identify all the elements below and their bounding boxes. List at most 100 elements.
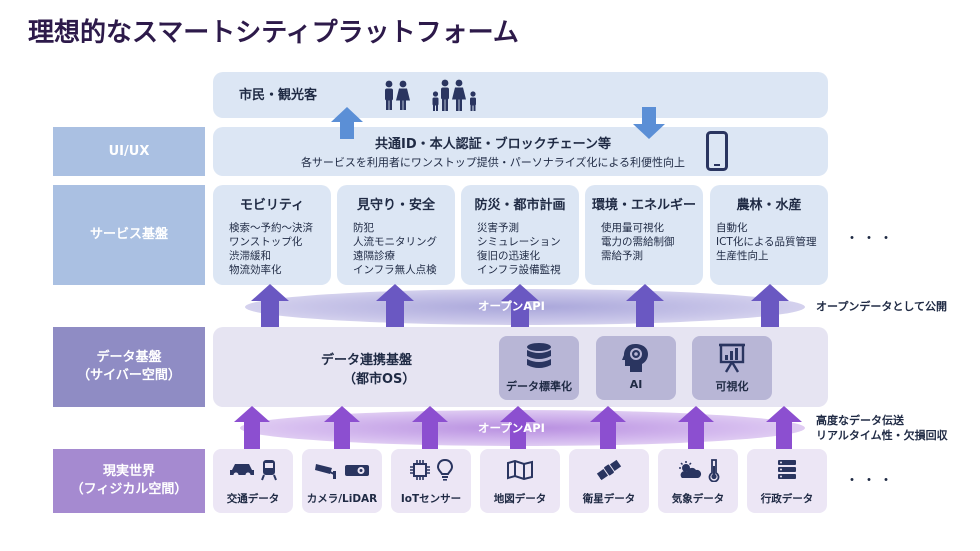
arrow-up-icon <box>678 406 714 452</box>
module-visualization: 可視化 <box>692 336 772 400</box>
service-item: 防犯 <box>353 222 374 234</box>
page-title: 理想的なスマートシティプラットフォーム <box>28 18 519 48</box>
service-item: 人流モニタリング <box>353 236 437 248</box>
open-data-note: オープンデータとして公開 <box>816 300 948 313</box>
arrow-up-icon <box>376 284 414 330</box>
layer-label-uiux: UI/UX <box>53 127 205 176</box>
module-label: データ標準化 <box>506 380 572 393</box>
source-label: 地図データ <box>493 493 547 505</box>
car-icon <box>230 464 254 478</box>
arrows-up-group-bottom <box>234 406 802 452</box>
arrow-up-icon <box>324 406 360 452</box>
arrow-up-icon <box>766 406 802 452</box>
uiux-title: 共通ID・本人認証・ブロックチェーン等 <box>375 137 611 152</box>
uiux-subtitle: 各サービスを利用者にワンストップ提供・パーソナライズ化による利便性向上 <box>300 156 686 169</box>
map-icon <box>507 460 533 480</box>
transfer-note: 高度なデータ伝送 リアルタイム性・欠損回収 <box>816 413 948 443</box>
thermometer-icon <box>708 459 720 482</box>
service-item: 需給予測 <box>601 250 643 262</box>
train-icon <box>261 460 277 481</box>
service-item: 災害予測 <box>477 222 519 234</box>
source-traffic: 交通データ <box>213 449 293 513</box>
service-item: 渋滞緩和 <box>229 250 271 262</box>
arrow-up-icon <box>626 284 664 330</box>
service-agriculture: 農林・水産 自動化 ICT化による品質管理 生産性向上 <box>710 185 828 285</box>
presentation-chart-icon <box>719 343 745 373</box>
service-item: シミュレーション <box>477 236 561 248</box>
service-title: 見守り・安全 <box>356 198 435 213</box>
service-energy: 環境・エネルギー 使用量可視化 電力の需給制御 需給予測 <box>585 185 703 285</box>
service-item: 生産性向上 <box>716 250 769 262</box>
arrow-down-icon <box>633 107 665 139</box>
service-title: 農林・水産 <box>736 198 802 213</box>
service-item: ワンストップ化 <box>229 236 303 248</box>
arrow-up-icon <box>501 284 539 330</box>
service-item: 検索～予約～決済 <box>229 222 313 234</box>
service-item: ICT化による品質管理 <box>716 236 817 248</box>
source-label: 衛星データ <box>582 493 636 505</box>
uiux-panel: 共通ID・本人認証・ブロックチェーン等 各サービスを利用者にワンストップ提供・パ… <box>213 127 828 176</box>
module-ai: AI <box>596 336 676 400</box>
service-item: 自動化 <box>716 222 748 234</box>
layer-label-data: データ基盤 （サイバー空間） <box>53 327 205 407</box>
citizens-panel: 市民・観光客 <box>213 72 828 118</box>
lightbulb-icon <box>437 459 453 481</box>
service-item: 使用量可視化 <box>601 222 664 234</box>
module-data-standardization: データ標準化 <box>499 336 579 400</box>
module-label: AI <box>629 378 643 391</box>
layer-label-real: 現実世界 （フィジカル空間） <box>53 449 205 513</box>
open-api-label-top: オープンAPI <box>478 299 545 313</box>
source-label: IoTセンサー <box>400 493 462 505</box>
cctv-camera-icon <box>315 464 336 479</box>
more-sources: ・・・ <box>845 473 896 489</box>
citizens-label: 市民・観光客 <box>239 88 318 103</box>
server-icon <box>778 460 796 479</box>
more-services: ・・・ <box>845 231 896 247</box>
arrow-up-icon <box>234 406 270 452</box>
service-item: インフラ設備監視 <box>477 264 561 276</box>
arrow-up-icon <box>412 406 448 452</box>
source-camera-lidar: カメラ/LiDAR <box>302 449 382 513</box>
service-mobility: モビリティ 検索～予約～決済 ワンストップ化 渋滞緩和 物流効率化 <box>213 185 331 285</box>
service-title: 環境・エネルギー <box>591 198 696 213</box>
chip-icon <box>410 460 430 480</box>
source-label: 交通データ <box>226 493 280 505</box>
source-iot: IoTセンサー <box>391 449 471 513</box>
source-label: カメラ/LiDAR <box>306 493 378 505</box>
couple-icon <box>385 80 410 110</box>
service-item: インフラ無人点検 <box>353 264 437 276</box>
arrow-up-icon <box>751 284 789 330</box>
smartphone-icon <box>706 131 728 171</box>
database-icon <box>527 343 551 368</box>
arrow-up-icon <box>331 107 363 139</box>
data-platform-title: データ連携基盤 <box>321 353 413 368</box>
arrows-up-group-top <box>251 284 789 330</box>
service-title: モビリティ <box>239 198 305 213</box>
family-icon <box>432 79 476 111</box>
layer-label-service: サービス基盤 <box>53 185 205 285</box>
service-item: 復旧の迅速化 <box>477 250 540 262</box>
service-item: 物流効率化 <box>229 264 282 276</box>
source-satellite: 衛星データ <box>569 449 649 513</box>
module-label: 可視化 <box>715 380 749 393</box>
data-platform-subtitle: （都市OS） <box>343 372 416 387</box>
source-label: 行政データ <box>760 493 814 505</box>
ai-head-icon <box>622 344 648 372</box>
transfer-note-line: 高度なデータ伝送 <box>816 414 904 427</box>
source-government: 行政データ <box>747 449 827 513</box>
service-item: 遠隔診療 <box>353 250 395 262</box>
service-title: 防災・都市計画 <box>474 198 566 213</box>
arrow-up-icon <box>590 406 626 452</box>
source-label: 気象データ <box>671 493 725 505</box>
open-api-label-bottom: オープンAPI <box>478 421 545 435</box>
arrow-up-icon <box>500 406 536 452</box>
weather-icon <box>679 461 702 478</box>
service-disaster: 防災・都市計画 災害予測 シミュレーション 復旧の迅速化 インフラ設備監視 <box>461 185 579 285</box>
projector-icon <box>345 465 369 476</box>
service-safety: 見守り・安全 防犯 人流モニタリング 遠隔診療 インフラ無人点検 <box>337 185 455 285</box>
source-weather: 気象データ <box>658 449 738 513</box>
service-item: 電力の需給制御 <box>601 236 675 248</box>
arrow-up-icon <box>251 284 289 330</box>
satellite-icon <box>596 459 622 481</box>
transfer-note-line: リアルタイム性・欠損回収 <box>816 429 948 442</box>
